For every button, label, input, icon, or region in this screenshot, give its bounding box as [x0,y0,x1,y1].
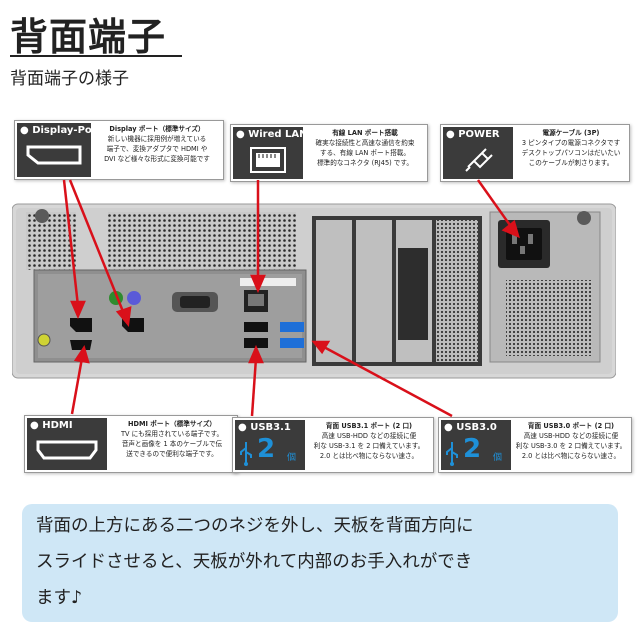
callout-line: 利な USB-3.1 を 2 口備えています。 [313,442,425,450]
callout-line: DVI など様々な形式に変換可能です [104,155,210,163]
badge-wired-lan: ● Wired LAN [233,127,308,179]
callout-heading: 電源ケーブル (3P) [542,129,600,137]
callout-line: 確実な接続性と高速な通信を約束 [315,139,415,147]
title-underline [10,55,182,57]
maintenance-note: 背面の上方にある二つのネジを外し、天板を背面方向に スライドさせると、天板が外れ… [22,504,618,622]
callout-line: 2.0 とは比べ物にならない速さ。 [521,452,621,460]
pc-rear-panel [12,203,616,379]
callout-line: 端子で、変換アダプタで HDMI や [106,145,208,153]
callout-heading: 有線 LAN ポート搭載 [332,129,398,137]
callout-line: 新しい機器に採用例が増えている [107,135,207,143]
callout-line: 標準的なコネクタ (RJ45) です。 [317,159,413,167]
badge-label: ● USB3.0 [444,422,497,433]
badge-label: ● POWER [446,129,500,140]
hdmi-connector-icon [36,440,98,460]
badge-power: ● POWER [443,127,513,179]
badge-usb30: ● USB3.0 2 個 [441,420,511,470]
badge-label: ● USB3.1 [238,422,291,433]
callout-line: このケーブルが刺さります。 [528,159,614,167]
note-line: 背面の上方にある二つのネジを外し、天板を背面方向に [36,516,474,536]
badge-label: ● Wired LAN [236,129,308,140]
callout-heading: HDMI ポート（標準サイズ） [127,420,217,428]
callout-line: 音声と画像を 1 本のケーブルで伝 [121,440,223,448]
callout-displayport: ● Display-Port Display ポート（標準サイズ） 新しい機器に… [14,120,224,180]
callout-wired-lan: ● Wired LAN 有線 LAN ポート搭載 確実な接続性と高速な通信を約束… [230,124,428,182]
callout-hdmi: ● HDMI HDMI ポート（標準サイズ） TV にも採用されている端子です。… [24,415,238,473]
callout-line: TV にも採用されている端子です。 [120,430,224,438]
callout-line: 送できるので便利な端子です。 [126,450,218,458]
displayport-connector-icon [26,145,82,165]
callout-line: 2.0 とは比べ物にならない速さ。 [319,452,419,460]
usb-icon [240,442,252,466]
callout-heading: 背面 USB3.1 ポート (2 口) [325,422,413,430]
page-title: 背面端子 [10,15,167,59]
usb-icon [446,442,458,466]
callout-heading: Display ポート（標準サイズ） [109,125,205,133]
usb-count: 2 [463,434,482,464]
callout-usb30: ● USB3.0 2 個 背面 USB3.0 ポート (2 口) 高速 USB-… [438,417,632,473]
badge-hdmi: ● HDMI [27,418,107,470]
badge-label: ● Display-Port [20,125,102,136]
usb-count-unit: 個 [287,453,297,463]
usb-count-unit: 個 [493,453,503,463]
note-line: ます♪ [36,588,83,608]
callout-line: 高速 USB-HDD などの接続に便 [321,432,417,440]
callout-usb31: ● USB3.1 2 個 背面 USB3.1 ポート (2 口) 高速 USB-… [232,417,434,473]
callout-heading: 背面 USB3.0 ポート (2 口) [527,422,615,430]
page-subtitle: 背面端子の様子 [10,69,129,89]
badge-usb31: ● USB3.1 2 個 [235,420,305,470]
usb-count: 2 [257,434,276,464]
callout-line: する、有線 LAN ポート搭載。 [320,149,410,157]
lan-port-icon [250,147,286,173]
callout-line: 3 ピンタイプの電源コネクタです [521,139,621,147]
callout-line: 高速 USB-HDD などの接続に便 [523,432,619,440]
callout-line: 利な USB-3.0 を 2 口備えています。 [515,442,627,450]
callout-line: デスクトップパソコンはだいたい [521,149,621,157]
callout-power: ● POWER 電源ケーブル (3P) 3 ピンタイプの電源コネクタです デスク… [440,124,630,182]
badge-label: ● HDMI [30,420,73,431]
power-plug-icon [465,148,493,172]
badge-displayport: ● Display-Port [17,123,102,177]
note-line: スライドさせると、天板が外れて内部のお手入れができ [36,552,473,572]
